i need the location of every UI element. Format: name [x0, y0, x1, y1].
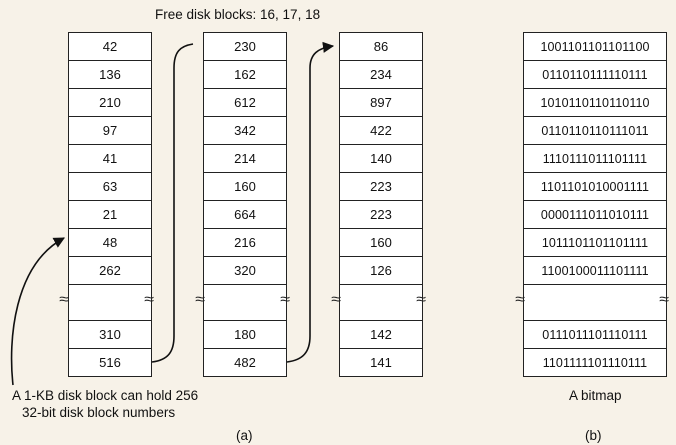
annotation-arrow [10, 237, 65, 386]
gap-cell [523, 284, 667, 321]
block-number: 234 [339, 60, 423, 89]
block-number: 160 [203, 172, 287, 201]
block-number: 141 [339, 348, 423, 377]
break-symbol: ≈ [515, 291, 526, 308]
block-number: 160 [339, 228, 423, 257]
bitmap-row: 1101111101110111 [523, 348, 667, 377]
block-number: 216 [203, 228, 287, 257]
block-number: 180 [203, 320, 287, 349]
block-number: 223 [339, 172, 423, 201]
bitmap-row: 0110110111110111 [523, 60, 667, 89]
block-number: 320 [203, 256, 287, 285]
annotation-line-1: A 1-KB disk block can hold 256 [12, 388, 199, 403]
block-number: 63 [68, 172, 152, 201]
break-symbol: ≈ [144, 291, 155, 308]
break-symbol: ≈ [331, 291, 342, 308]
block-number: 214 [203, 144, 287, 173]
bitmap-row: 0000111011010111 [523, 200, 667, 229]
block-number: 516 [68, 348, 152, 377]
block-number: 230 [203, 32, 287, 61]
bitmap-row: 1001101101101100 [523, 32, 667, 61]
bitmap-row: 0111011101110111 [523, 320, 667, 349]
break-symbol: ≈ [659, 291, 670, 308]
figure-title: Free disk blocks: 16, 17, 18 [155, 7, 321, 22]
block-number: 97 [68, 116, 152, 145]
link-2-to-3 [286, 41, 335, 363]
caption-b: (b) [585, 428, 602, 443]
block-number: 422 [339, 116, 423, 145]
annotation-line-2: 32-bit disk block numbers [22, 405, 176, 420]
block-number: 162 [203, 60, 287, 89]
block-number: 612 [203, 88, 287, 117]
bitmap-row: 1011101101101111 [523, 228, 667, 257]
break-symbol: ≈ [195, 291, 206, 308]
block-number: 21 [68, 200, 152, 229]
link-1-to-2 [151, 43, 194, 363]
block-number: 126 [339, 256, 423, 285]
block-number: 482 [203, 348, 287, 377]
bitmap-row: 0110110110111011 [523, 116, 667, 145]
block-number: 136 [68, 60, 152, 89]
caption-a: (a) [236, 428, 253, 443]
bitmap-label: A bitmap [569, 388, 622, 403]
break-symbol: ≈ [59, 291, 70, 308]
block-number: 140 [339, 144, 423, 173]
block-number: 41 [68, 144, 152, 173]
break-symbol: ≈ [416, 291, 427, 308]
break-symbol: ≈ [280, 291, 291, 308]
gap-cell [339, 284, 423, 321]
bitmap-row: 1101101010001111 [523, 172, 667, 201]
block-number: 342 [203, 116, 287, 145]
